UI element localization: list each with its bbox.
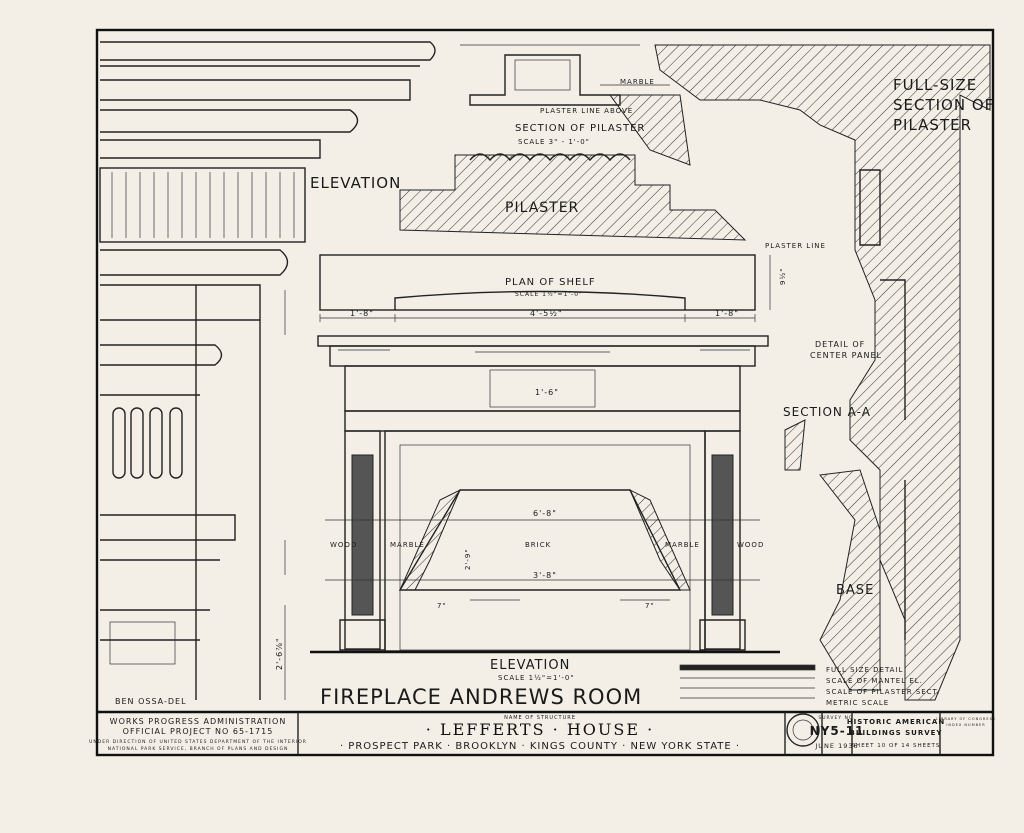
elevation-scale: SCALE 1½"=1'-0" (498, 674, 575, 682)
dim-opening-bottom: 3'-8" (533, 571, 557, 580)
marble-left: MARBLE (390, 541, 425, 549)
dim-shelf-center: 4'-5½" (530, 309, 563, 318)
dim-side-7a: 7" (437, 602, 447, 610)
delineator: BEN OSSA-DEL (115, 697, 187, 706)
main-title: FIREPLACE ANDREWS ROOM (320, 685, 642, 709)
plan-scale-label: SCALE 1½"=1'-0" (515, 291, 583, 298)
program-line-2: BUILDINGS SURVEY (850, 729, 943, 737)
scale-legend-1: FULL SIZE DETAIL (826, 666, 903, 674)
survey-seal (786, 713, 820, 747)
full-size-line-2: SECTION OF (893, 96, 994, 114)
left-elevation-label: ELEVATION (310, 174, 401, 192)
dim-side-7b: 7" (645, 602, 655, 610)
dim-opening-top: 6'-8" (533, 509, 557, 518)
wood-left: WOOD (330, 541, 357, 549)
plan-of-shelf-label: PLAN OF SHELF (505, 277, 596, 288)
pilaster-section-title: SECTION OF PILASTER (515, 123, 645, 134)
brick-label: BRICK (525, 541, 551, 549)
detail-center-panel-2: CENTER PANEL (810, 351, 882, 360)
section-aa-label: SECTION A-A (783, 405, 871, 419)
survey-caption: SURVEY NO. (818, 715, 855, 721)
full-size-line-3: PILASTER (893, 116, 972, 134)
base-label: BASE (836, 583, 874, 598)
dim-shelf-left: 1'-8" (350, 309, 374, 318)
agency-line-3: UNDER DIRECTION OF UNITED STATES DEPARTM… (89, 739, 307, 745)
agency-line-2: OFFICIAL PROJECT NO 65-1715 (123, 727, 274, 736)
scale-legend-4: METRIC SCALE (826, 699, 889, 707)
title-block-cells (297, 712, 941, 755)
scale-legend-2: SCALE OF MANTEL EL. (826, 677, 923, 685)
dim-base-left: 2'-6⅞" (275, 637, 284, 670)
structure-name: · LEFFERTS · HOUSE · (426, 720, 654, 739)
survey-number: NY5-11 (810, 724, 865, 738)
name-caption: NAME OF STRUCTURE (504, 715, 576, 721)
sheet-border (95, 28, 995, 757)
library-line-2: INDEX NUMBER (946, 723, 985, 727)
pilaster-section (399, 44, 747, 241)
mantel-elevation (310, 335, 780, 654)
survey-date: JUNE 1936 (814, 742, 858, 750)
plaster-line-label: PLASTER LINE (765, 242, 826, 250)
elevation-title: ELEVATION (490, 658, 570, 673)
full-size-pilaster-section (654, 44, 991, 701)
library-line-1: LIBRARY OF CONGRESS (936, 717, 996, 721)
dim-shelf-right: 1'-8" (715, 309, 739, 318)
detail-center-panel-1: DETAIL OF (815, 340, 865, 349)
plan-of-shelf (319, 254, 771, 322)
left-entablature-elevation (99, 41, 436, 700)
plaster-line-above: PLASTER LINE ABOVE (540, 107, 633, 115)
wood-right: WOOD (737, 541, 764, 549)
agency-line-4: NATIONAL PARK SERVICE, BRANCH OF PLANS A… (108, 746, 289, 752)
dim-panel: 1'-6" (535, 388, 559, 397)
dim-height-left: 2'-9" (464, 548, 472, 570)
marble-right: MARBLE (665, 541, 700, 549)
marble-label-top: MARBLE (620, 78, 655, 86)
scale-bars (679, 664, 816, 699)
pilaster-label: PILASTER (505, 200, 579, 216)
scale-legend-3: SCALE OF PILASTER SECT. (826, 688, 940, 696)
agency-line-1: WORKS PROGRESS ADMINISTRATION (110, 717, 287, 726)
location: · PROSPECT PARK · BROOKLYN · KINGS COUNT… (340, 741, 740, 752)
full-size-line-1: FULL-SIZE (893, 76, 977, 94)
pilaster-section-scale: SCALE 3" - 1'-0" (518, 138, 590, 146)
dim-depth: 9½" (779, 268, 787, 285)
sheet-number: SHEET 10 OF 14 SHEETS (852, 743, 941, 749)
program-line-1: HISTORIC AMERICAN (847, 718, 945, 726)
